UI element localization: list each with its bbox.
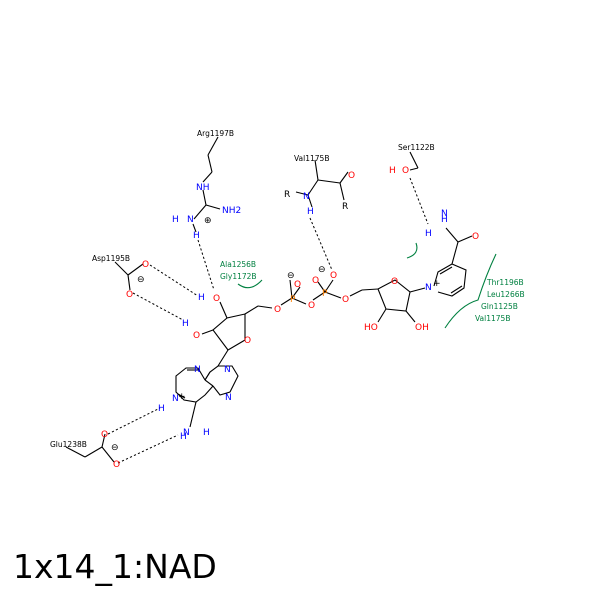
phosphate-minus1: ⊖ — [287, 271, 295, 281]
phosphate-minus2: ⊖ — [318, 265, 326, 275]
hydrophobic-label-leu: Leu1266B — [487, 290, 525, 299]
cation-adenine: + — [178, 392, 186, 402]
arg-nh2: NH2 — [222, 206, 241, 216]
nribose-ho: HO — [364, 323, 378, 333]
atom-n6-h: H — [180, 432, 187, 442]
arg-h-left: H — [172, 215, 179, 225]
atom-n6-h2: H — [203, 428, 210, 438]
atom-labels: N N N N N H H H + O O H O H O P O ⊖ O P … — [101, 166, 479, 470]
phosphate-o1: O — [294, 280, 301, 290]
hydrophobic-label-ala: Ala1256B — [220, 260, 256, 269]
atom-n6: N — [183, 428, 190, 438]
hydrophobic-label-thr: Thr1196B — [486, 278, 524, 287]
val-h: H — [307, 207, 314, 217]
phosphate-o-bridge1: O — [274, 305, 281, 315]
amide-o: O — [472, 232, 479, 242]
glu-minus: ⊖ — [111, 443, 119, 453]
hydrophobic-label-gly: Gly1172B — [220, 272, 257, 281]
val-r1: R — [284, 190, 290, 200]
ribose-o2: O — [213, 294, 220, 304]
amide-h: H — [425, 229, 432, 239]
residue-label-glu: Glu1238B — [50, 440, 87, 449]
atom-h-n1: H — [158, 404, 165, 414]
atom-n9: N — [224, 365, 231, 375]
arg-n: N — [187, 215, 194, 225]
phosphate-o-bridge3: O — [342, 295, 349, 305]
residue-label-ser: Ser1122B — [398, 143, 435, 152]
residue-labels: Arg1197B Val1175B Ser1122B Asp1195B Glu1… — [50, 129, 435, 449]
atom-n3: N — [172, 394, 179, 404]
hydrophobic-label-gln: Gln1125B — [481, 302, 518, 311]
phosphorus-1: P — [290, 295, 296, 305]
pyridinium-n: N — [425, 283, 432, 293]
glu-o1: O — [101, 430, 108, 440]
residue-label-arg: Arg1197B — [197, 129, 234, 138]
residue-label-val: Val1175B — [294, 154, 329, 163]
phosphate-o-bridge2: O — [308, 301, 315, 311]
ser-h: H — [389, 166, 396, 176]
ribose-o3: O — [193, 331, 200, 341]
asp-o1: O — [142, 260, 149, 270]
val-n: N — [303, 192, 310, 202]
amide-n: N — [441, 209, 448, 219]
pyridinium-plus: + — [433, 279, 441, 289]
asp-o2: O — [126, 290, 133, 300]
phosphate-o2: O — [312, 276, 319, 286]
val-o: O — [348, 171, 355, 181]
ribose-ring-o: O — [244, 336, 251, 346]
val-r2: R — [342, 202, 348, 212]
hydrophobic-arcs — [237, 242, 497, 329]
nribose-oh: OH — [415, 323, 429, 333]
atom-n7: N — [225, 393, 232, 403]
adenosine-bonds — [65, 136, 473, 463]
hydrophobic-label-val: Val1175B — [475, 314, 510, 323]
hydrogen-bonds — [107, 177, 429, 464]
asp-minus: ⊖ — [137, 275, 145, 285]
hydrophobic-labels: Ala1256B Gly1172B Thr1196B Leu1266B Gln1… — [220, 260, 525, 323]
phosphate-o3: O — [330, 271, 337, 281]
ser-o: O — [402, 166, 409, 176]
residue-label-asp: Asp1195B — [92, 254, 130, 263]
ribose-o3-h: H — [182, 319, 189, 329]
arg-h: H — [193, 231, 200, 241]
phosphorus-2: P — [322, 289, 328, 299]
nribose-ring-o: O — [391, 277, 398, 287]
amide-nh: H — [441, 215, 448, 225]
atom-n1: N — [194, 365, 201, 375]
arg-plus: ⊕ — [204, 216, 212, 226]
arg-nh: NH — [196, 183, 210, 193]
page-title: 1x14_1:NAD — [13, 547, 217, 586]
ribose-o2-h: H — [198, 293, 205, 303]
glu-o2: O — [113, 460, 120, 470]
